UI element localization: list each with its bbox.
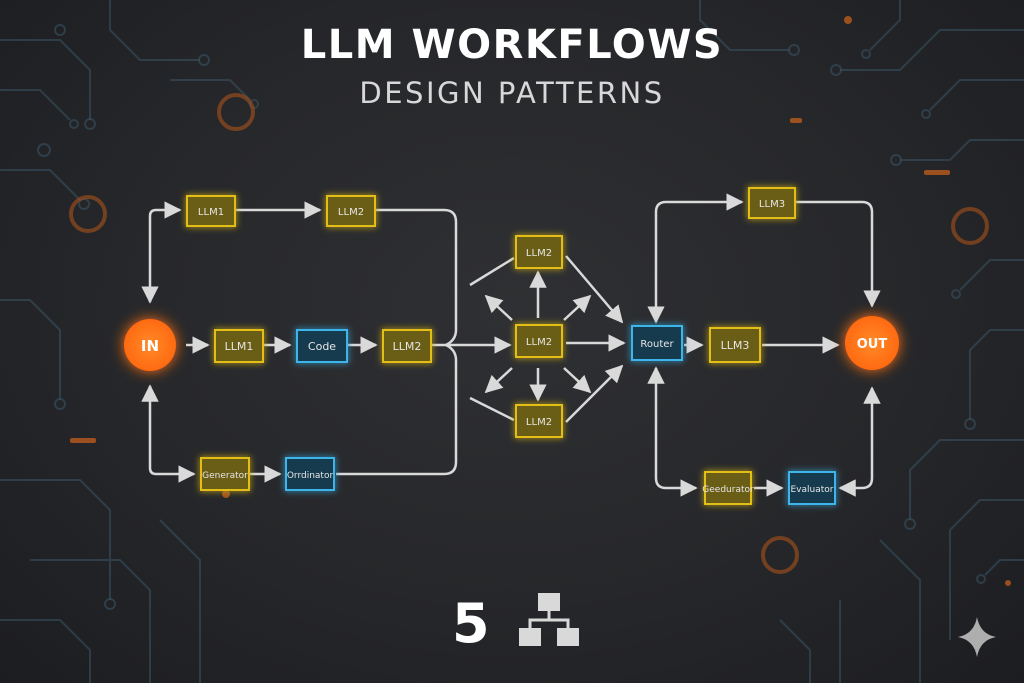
router-label: Router xyxy=(640,339,674,350)
pattern-count: 5 xyxy=(452,592,490,655)
par-top-box xyxy=(515,235,563,269)
chain-llm1-label: LLM1 xyxy=(198,207,224,218)
code-box xyxy=(296,329,348,363)
input-node xyxy=(124,319,176,371)
nodes: IN OUT LLM1 LLM2 xyxy=(124,187,899,505)
chain-llm2-label: LLM2 xyxy=(338,207,364,218)
edge-par-mid-dl xyxy=(484,367,513,394)
eval-generator-label: Geedurator xyxy=(702,485,754,495)
mid-llm1-box xyxy=(214,329,264,363)
decor-rings xyxy=(69,93,989,574)
edge-router-bottom xyxy=(647,366,698,497)
mid-llm2-box xyxy=(382,329,432,363)
output-label: OUT xyxy=(857,337,888,352)
edge-router-top xyxy=(647,193,744,324)
generator-label: Generator xyxy=(202,471,248,481)
par-mid-label: LLM2 xyxy=(526,337,552,348)
edge-par-bottom-router xyxy=(565,364,624,423)
edge-fan-top xyxy=(469,256,515,287)
page-title: LLM WORKFLOWS xyxy=(300,22,724,68)
par-bottom-box xyxy=(515,404,563,438)
sparkle-icon xyxy=(958,617,996,657)
input-label: IN xyxy=(141,337,159,355)
edge-in-to-generator xyxy=(141,384,196,483)
par-bottom-label: LLM2 xyxy=(526,417,552,428)
chain-llm2-box xyxy=(326,195,376,227)
edge-in-to-chain xyxy=(141,201,182,304)
generator-box xyxy=(200,457,250,491)
output-node xyxy=(845,316,899,370)
org-chart-icon xyxy=(519,593,579,646)
page-subtitle: DESIGN PATTERNS xyxy=(359,76,665,110)
eval-generator-box xyxy=(704,471,752,505)
edge-par-top-router xyxy=(565,255,624,324)
chain-llm1-box xyxy=(186,195,236,227)
edge-chain-to-merge xyxy=(376,208,458,347)
router-llm3-label: LLM3 xyxy=(721,339,750,352)
connectors xyxy=(141,193,881,497)
edge-par-mid-dr xyxy=(563,367,592,394)
code-label: Code xyxy=(308,340,336,353)
edge-fan-bottom xyxy=(469,396,515,422)
edge-orch-to-merge xyxy=(336,343,458,476)
decor-accents xyxy=(70,16,1011,586)
edge-par-mid-ul xyxy=(484,294,513,321)
par-top-label: LLM2 xyxy=(526,248,552,259)
top-llm3-label: LLM3 xyxy=(759,199,785,210)
router-llm3-box xyxy=(709,327,761,363)
edge-par-mid-ur xyxy=(563,294,592,321)
edge-llm3-out xyxy=(796,200,881,308)
circuit-nodes xyxy=(37,24,986,610)
orchestrator-label: Orrdinator xyxy=(287,471,334,481)
mid-llm2-label: LLM2 xyxy=(393,340,422,353)
par-mid-box xyxy=(515,324,563,358)
edge-eval-out xyxy=(838,386,881,497)
evaluator-box xyxy=(788,471,836,505)
router-box xyxy=(631,325,683,361)
evaluator-label: Evaluator xyxy=(791,485,834,495)
mid-llm1-label: LLM1 xyxy=(225,340,254,353)
top-llm3-box xyxy=(748,187,796,219)
orchestrator-box xyxy=(285,457,335,491)
